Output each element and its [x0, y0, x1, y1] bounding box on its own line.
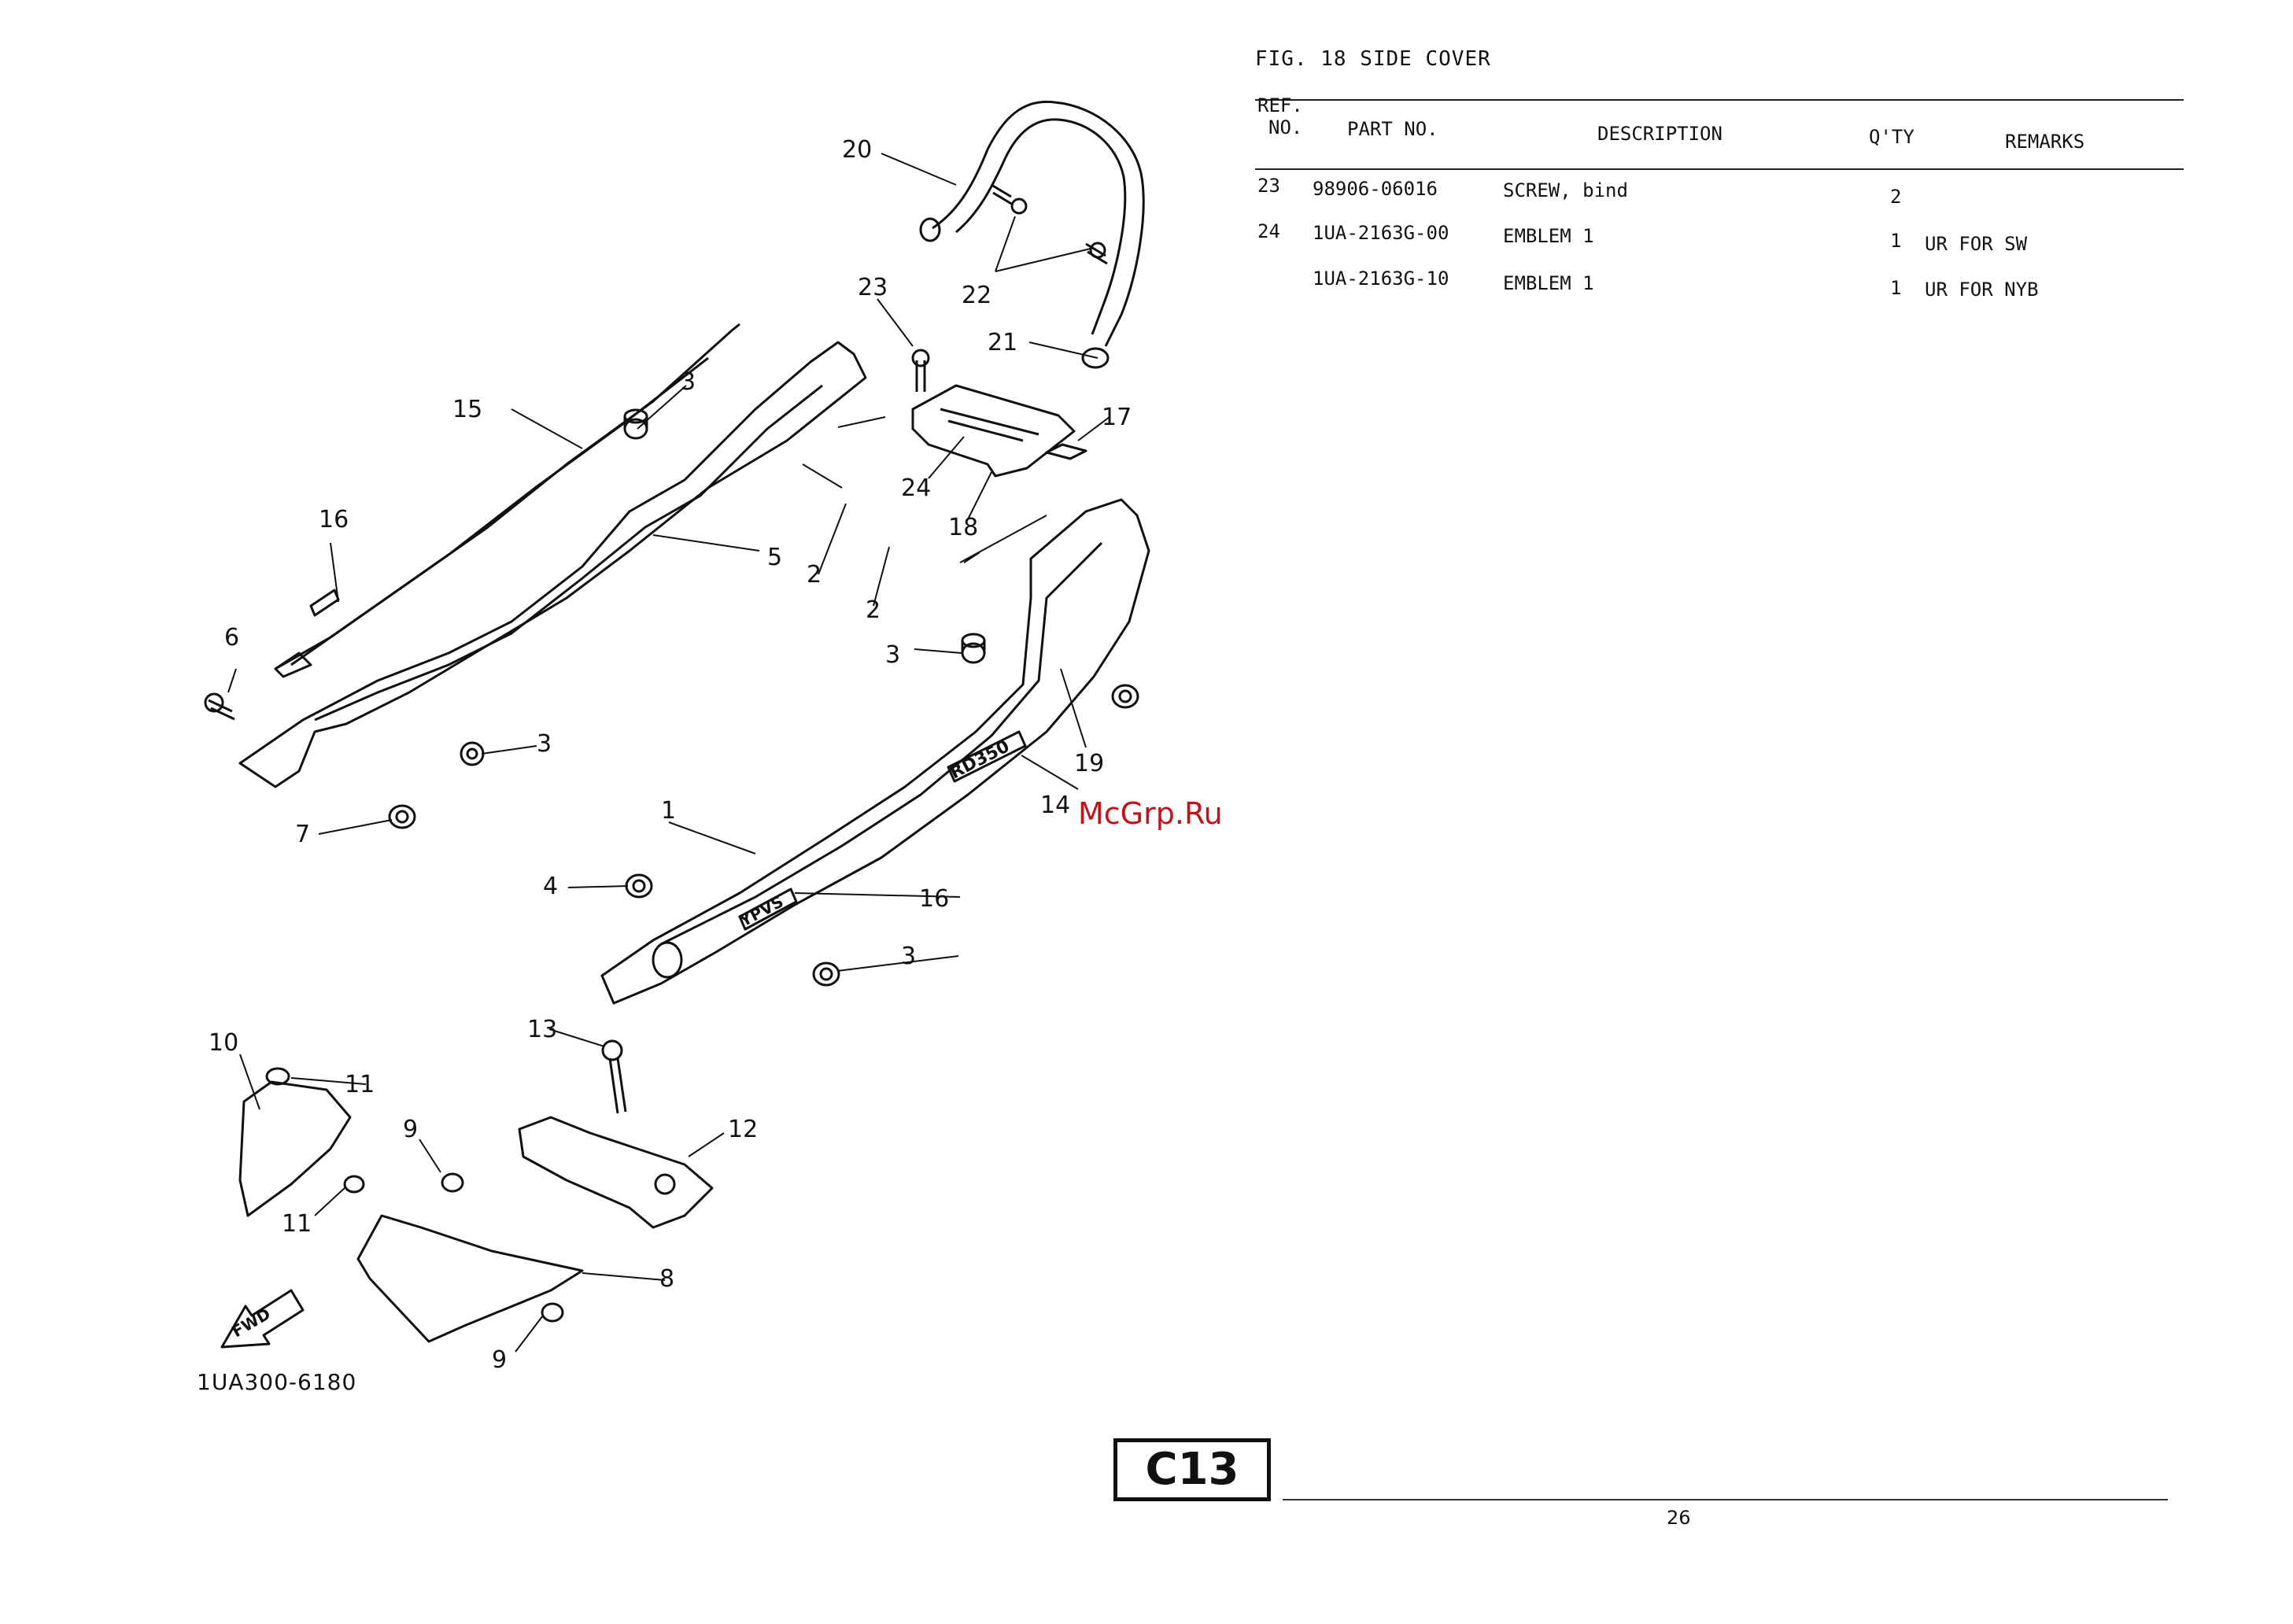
right-side-cover-part [602, 500, 1149, 1003]
callout: 23 [858, 274, 888, 301]
grab-bar-part [932, 102, 1143, 346]
callout: 15 [452, 396, 482, 423]
watermark: McGrp.Ru [1078, 796, 1223, 831]
callout: 24 [901, 474, 931, 502]
callout: 7 [295, 821, 310, 848]
callout: 21 [988, 329, 1017, 356]
header-ref-line2: NO. [1268, 116, 1302, 138]
row-qty: 1 [1890, 230, 1901, 252]
row-qty: 1 [1890, 277, 1901, 299]
callout: 16 [319, 506, 349, 533]
callout: 9 [492, 1346, 507, 1374]
row-remarks: UR FOR NYB [1925, 279, 2039, 301]
callout: 3 [681, 368, 696, 396]
table-top-rule [1255, 99, 2184, 101]
callout: 13 [527, 1016, 557, 1043]
callout: 3 [885, 641, 900, 669]
row-ref: 24 [1257, 220, 1280, 242]
callout: 5 [767, 544, 782, 571]
trim-strip-part [275, 330, 732, 669]
exploded-parts-diagram: 20 22 23 21 17 3 15 16 24 18 2 2 5 6 3 3… [0, 0, 1275, 1416]
callout: 8 [659, 1265, 674, 1293]
section-label: C13 [1113, 1438, 1271, 1501]
row-part-no: 1UA-2163G-00 [1313, 222, 1449, 244]
callout: 17 [1102, 404, 1132, 431]
figure-title: FIG. 18 SIDE COVER [1255, 47, 1491, 71]
callout: 4 [543, 873, 558, 900]
callout: 11 [282, 1210, 312, 1238]
callout: 3 [901, 943, 916, 970]
row-part-no: 98906-06016 [1313, 178, 1438, 200]
header-qty: Q'TY [1869, 126, 1915, 148]
drawing-code: 1UA300-6180 [197, 1369, 356, 1395]
header-part-no: PART NO. [1347, 118, 1438, 140]
badge-rd350-text: RD350 [947, 736, 1013, 783]
row-description: EMBLEM 1 [1503, 225, 1594, 247]
callout: 6 [224, 624, 239, 651]
callout: 18 [948, 514, 978, 541]
row-remarks: UR FOR SW [1925, 233, 2027, 255]
bracket-12-part [519, 1117, 712, 1227]
table-header-rule [1255, 168, 2184, 170]
callout: 10 [209, 1029, 238, 1057]
header-ref-line1: REF. [1257, 94, 1303, 116]
row-part-no: 1UA-2163G-10 [1313, 268, 1449, 290]
row-qty: 2 [1890, 186, 1901, 208]
emblem-plate-part [913, 386, 1074, 476]
fwd-label: FWD [229, 1304, 274, 1341]
row-description: EMBLEM 1 [1503, 272, 1594, 294]
callout: 19 [1074, 750, 1104, 777]
callout: 16 [919, 885, 949, 913]
callout: 12 [728, 1116, 758, 1143]
callout: 20 [842, 136, 872, 164]
callout: 11 [345, 1071, 375, 1098]
small-cover-8-part [358, 1216, 582, 1342]
header-description: DESCRIPTION [1597, 123, 1723, 145]
row-description: SCREW, bind [1503, 179, 1628, 201]
callout: 1 [661, 797, 676, 825]
page-number: 26 [1667, 1507, 1691, 1529]
callout: 22 [962, 282, 991, 309]
row-ref: 23 [1257, 175, 1280, 197]
header-remarks: REMARKS [2005, 131, 2084, 153]
section-rule [1283, 1499, 2168, 1500]
callout: 2 [866, 596, 881, 624]
callout: 9 [403, 1116, 418, 1143]
callout: 14 [1040, 792, 1070, 819]
callout: 2 [807, 561, 822, 589]
callout: 3 [537, 730, 552, 758]
